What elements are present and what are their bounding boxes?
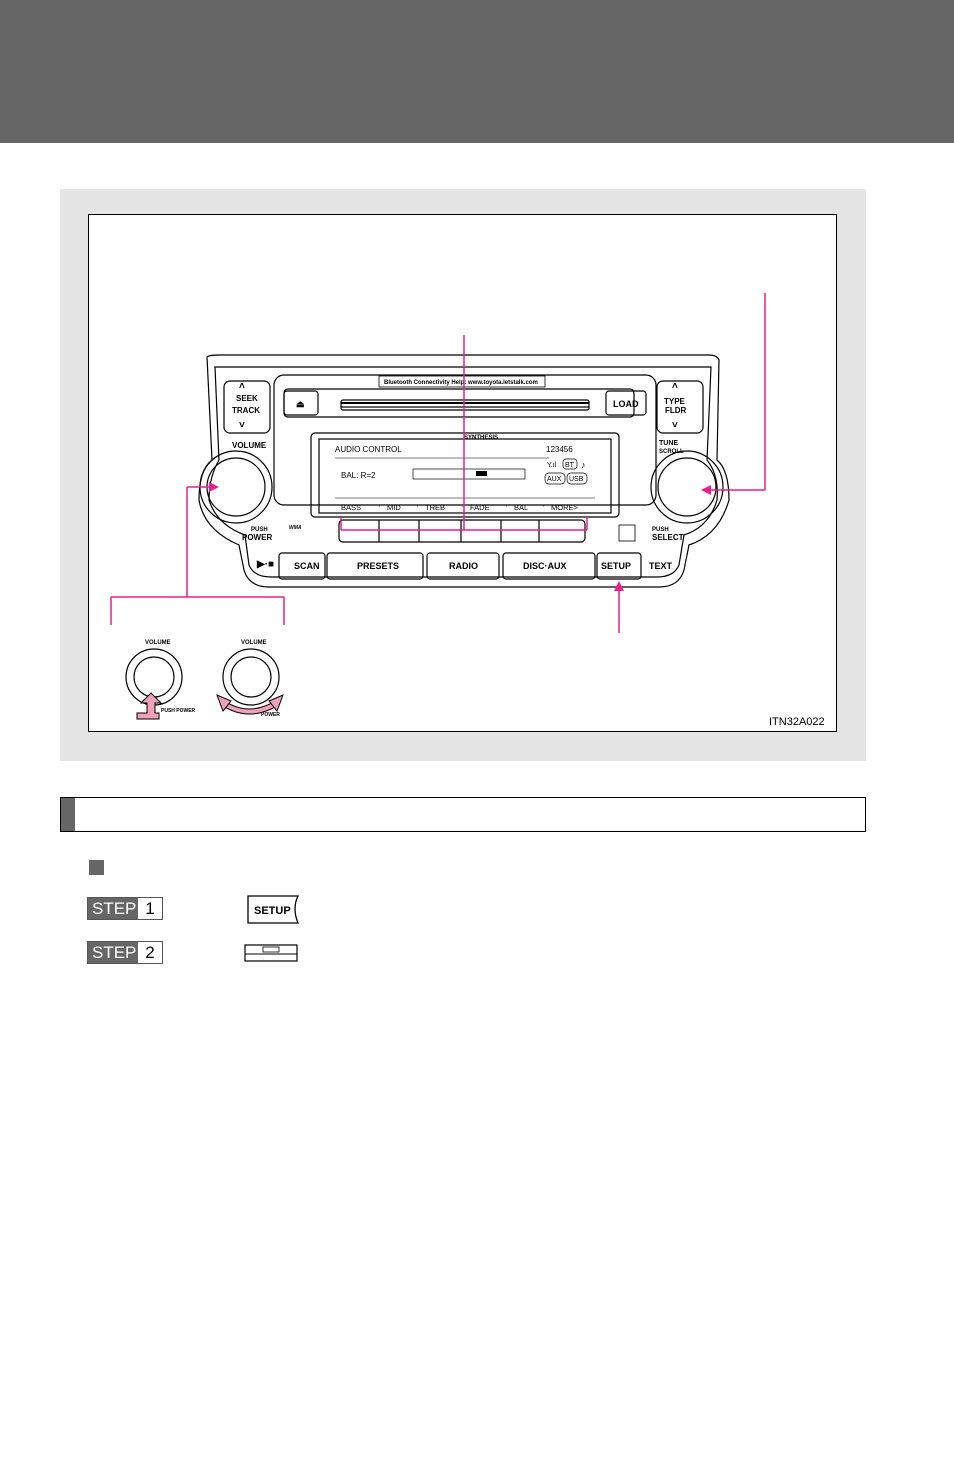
- bt-indicator: BT: [565, 462, 575, 469]
- tune-label: TUNE: [659, 440, 678, 447]
- usb-indicator: USB: [569, 476, 584, 483]
- svg-text:SETUP: SETUP: [254, 905, 291, 917]
- seek-down-icon[interactable]: ˅: [239, 420, 245, 431]
- figure-code: ITN32A022: [769, 716, 825, 728]
- menu-separator: ·: [378, 501, 381, 510]
- type-label: TYPE: [664, 397, 686, 406]
- display-menu-mid: MID: [387, 503, 401, 512]
- preset-button-icon: [244, 944, 298, 962]
- display-menu-treb: TREB: [425, 503, 445, 512]
- section-heading: [60, 797, 866, 832]
- track-label: TRACK: [232, 406, 260, 415]
- synthesis-logo: SYNTHESIS: [464, 435, 498, 441]
- seek-label: SEEK: [236, 394, 258, 403]
- page-header-bar: [0, 0, 954, 143]
- inset-volume-label-left: VOLUME: [145, 640, 171, 646]
- inset-volume-label-right: VOLUME: [241, 640, 267, 646]
- disc-logo: [618, 524, 636, 542]
- type-down-icon[interactable]: ˅: [672, 420, 678, 431]
- signal-icon: Y.ıl: [547, 462, 557, 469]
- load-button[interactable]: LOAD: [613, 399, 639, 409]
- push-label-right: PUSH: [652, 527, 669, 533]
- radio-button-presets[interactable]: PRESETS: [357, 561, 399, 571]
- wma-logo: WMA: [289, 525, 302, 531]
- step-label: STEP: [88, 942, 138, 963]
- menu-separator: ·: [505, 501, 508, 510]
- display-title: AUDIO CONTROL: [335, 445, 402, 454]
- bluetooth-help-label: Bluetooth Connectivity Help: www.toyota.…: [384, 380, 538, 386]
- section-heading-accent: [61, 798, 75, 831]
- setup-button-icon: SETUP: [247, 895, 300, 924]
- display-menu-fade: FADE: [470, 503, 490, 512]
- radio-button-scan[interactable]: SCAN: [294, 561, 320, 571]
- radio-button-text[interactable]: TEXT: [649, 561, 673, 571]
- volume-knob-inset-right: [222, 648, 280, 706]
- step-label: STEP: [88, 898, 138, 919]
- menu-separator: ·: [416, 501, 419, 510]
- step-number: 1: [145, 899, 155, 918]
- select-label: SELECT: [652, 533, 684, 542]
- music-note-icon: ♪: [581, 460, 586, 470]
- inset-power-right: POWER: [261, 712, 280, 718]
- radio-button-setup[interactable]: SETUP: [601, 561, 631, 571]
- callout-lines: [110, 293, 766, 633]
- seek-up-icon[interactable]: ˄: [239, 381, 245, 392]
- square-bullet: [89, 860, 104, 875]
- fldr-label: FLDR: [665, 406, 687, 415]
- display-menu-bass: BASS: [341, 503, 361, 512]
- audio-system-figure: Bluetooth Connectivity Help: www.toyota.…: [88, 214, 837, 732]
- radio-button-radio[interactable]: RADIO: [449, 561, 478, 571]
- balance-value: BAL: R=2: [341, 471, 376, 480]
- type-up-icon[interactable]: ˄: [672, 381, 678, 392]
- menu-separator: ·: [542, 501, 545, 510]
- display-menu-more: MORE>: [551, 503, 579, 512]
- radio-button-discaux[interactable]: DISC·AUX: [523, 561, 567, 571]
- step-number: 2: [145, 943, 155, 962]
- display-menu-bal: BAL: [514, 503, 528, 512]
- press-arrow-icon: [136, 692, 163, 720]
- power-label: POWER: [242, 533, 272, 542]
- balance-bar: [412, 468, 526, 480]
- menu-separator: ·: [461, 501, 464, 510]
- radio-unit: [198, 354, 730, 588]
- step-badge-2: STEP 2: [87, 941, 163, 964]
- inset-push-power-left: PUSH POWER: [161, 708, 196, 714]
- volume-label: VOLUME: [232, 441, 267, 450]
- scroll-label: SCROLL: [659, 449, 684, 455]
- aux-indicator: AUX: [547, 476, 562, 483]
- display-presets: 123456: [546, 445, 573, 454]
- step-badge-1: STEP 1: [87, 897, 163, 920]
- eject-icon[interactable]: ⏏: [296, 399, 305, 409]
- play-stop-icon[interactable]: ▶·■: [256, 559, 274, 570]
- push-label-left: PUSH: [251, 527, 268, 533]
